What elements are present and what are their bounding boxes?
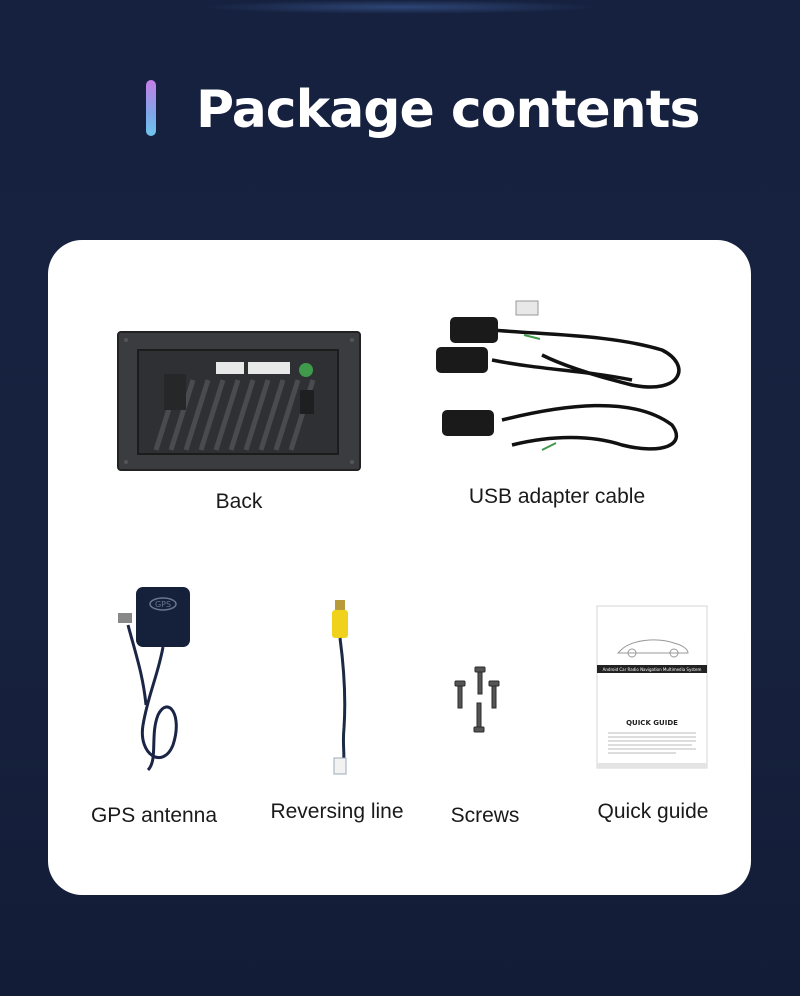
reversing-line-icon bbox=[332, 600, 348, 775]
item-screws bbox=[448, 665, 508, 735]
guide-heading: QUICK GUIDE bbox=[626, 719, 678, 727]
guide-banner: Android Car Radio Navigation Multimedia … bbox=[603, 667, 702, 672]
item-quick-guide: Android Car Radio Navigation Multimedia … bbox=[596, 605, 708, 770]
title-accent-bar bbox=[146, 80, 156, 136]
quick-guide-icon: Android Car Radio Navigation Multimedia … bbox=[596, 605, 708, 769]
page-title: Package contents bbox=[196, 80, 700, 140]
contents-card: Back USB adapter cable GPS bbox=[48, 240, 751, 895]
item-usb-cable bbox=[432, 295, 692, 465]
item-reversing-line bbox=[320, 598, 360, 778]
gps-antenna-icon: GPS bbox=[118, 587, 190, 772]
item-label: Reversing line bbox=[270, 800, 404, 823]
item-label: Quick guide bbox=[597, 800, 709, 823]
item-label: USB adapter cable bbox=[468, 485, 646, 508]
top-glow bbox=[200, 0, 600, 14]
head-unit-back-icon bbox=[117, 331, 361, 471]
item-label: GPS antenna bbox=[90, 804, 218, 827]
item-label: Back bbox=[215, 490, 263, 513]
item-back bbox=[116, 330, 362, 472]
item-gps-antenna: GPS bbox=[108, 585, 198, 780]
usb-cable-icon bbox=[436, 300, 681, 451]
antenna-tag: GPS bbox=[155, 600, 171, 609]
item-label: Screws bbox=[450, 804, 520, 827]
screws-icon bbox=[454, 666, 500, 733]
